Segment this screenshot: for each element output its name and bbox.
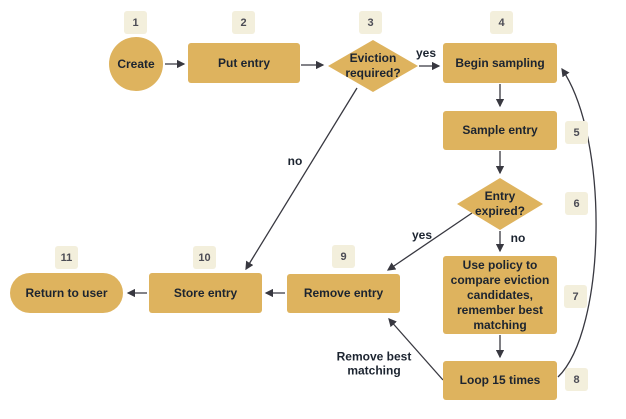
- edge-loop-back-to-begin-sampling: [557, 67, 597, 378]
- edge-label-eviction-yes: yes: [415, 45, 437, 60]
- step-badge-1: 1: [124, 11, 147, 34]
- node-remove-entry: Remove entry: [287, 274, 400, 313]
- edge-label-eviction-no: no: [287, 153, 303, 168]
- step-badge-9: 9: [332, 245, 355, 268]
- node-sample-entry: Sample entry: [443, 111, 557, 150]
- edge-label-remove-best-matching: Remove best matching: [336, 349, 412, 378]
- node-store-entry-label: Store entry: [173, 285, 238, 300]
- step-badge-5: 5: [565, 121, 588, 144]
- node-put-entry-label: Put entry: [217, 55, 270, 70]
- node-entry-expired-label: Entry expired?: [474, 189, 525, 218]
- edge-loop-to-remove-entry: [388, 318, 444, 381]
- node-create: Create: [109, 37, 163, 91]
- step-badge-3: 3: [359, 11, 382, 34]
- step-badge-8: 8: [565, 368, 588, 391]
- edge-expired-yes-to-remove-entry: [386, 212, 473, 271]
- node-loop-15-times-label: Loop 15 times: [459, 373, 541, 387]
- step-badge-11: 11: [55, 246, 78, 269]
- node-use-policy-label: Use policy to compare eviction candidate…: [450, 257, 550, 332]
- node-sample-entry-label: Sample entry: [462, 123, 538, 137]
- node-return-to-user-label: Return to user: [25, 285, 108, 300]
- edge-eviction-no-to-store-entry: [245, 87, 358, 271]
- node-store-entry: Store entry: [149, 273, 262, 313]
- node-loop-15-times: Loop 15 times: [443, 361, 557, 400]
- edge-label-expired-yes: yes: [411, 227, 433, 242]
- edge-label-expired-no: no: [510, 230, 526, 245]
- step-badge-6: 6: [565, 192, 588, 215]
- step-badge-4: 4: [490, 11, 513, 34]
- step-badge-7: 7: [564, 285, 587, 308]
- step-badge-10: 10: [193, 246, 216, 269]
- node-put-entry: Put entry: [188, 43, 300, 83]
- node-begin-sampling-label: Begin sampling: [455, 55, 545, 70]
- node-return-to-user: Return to user: [10, 273, 123, 313]
- node-eviction-required-label: Eviction required?: [345, 51, 401, 80]
- node-create-label: Create: [117, 56, 155, 71]
- node-remove-entry-label: Remove entry: [303, 286, 384, 300]
- node-use-policy: Use policy to compare eviction candidate…: [443, 256, 557, 334]
- node-begin-sampling: Begin sampling: [443, 43, 557, 83]
- step-badge-2: 2: [232, 11, 255, 34]
